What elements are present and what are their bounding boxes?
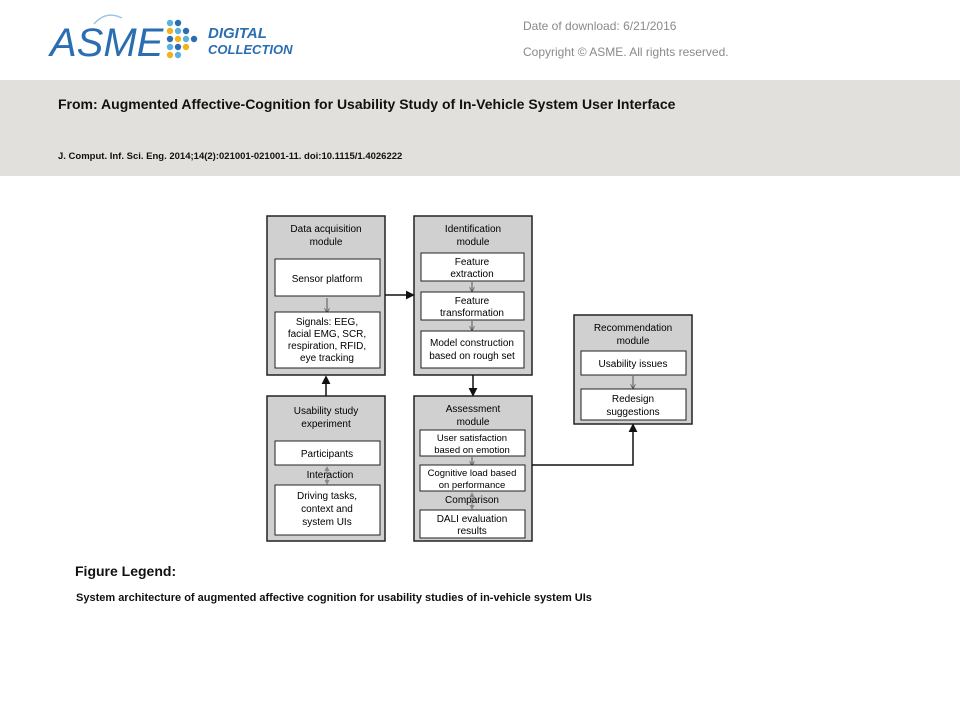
logo-dots (166, 19, 198, 59)
article-title: From: Augmented Affective-Cognition for … (58, 96, 676, 112)
feature-extraction-line-1: Feature (455, 257, 490, 268)
signals-line-1: Signals: EEG, (296, 317, 358, 328)
driving-tasks-box (274, 484, 381, 536)
user-satisfaction-box (419, 429, 526, 457)
recom-title-2: module (617, 336, 650, 347)
data-acq-title-1: Data acquisition (290, 224, 361, 235)
dali-line-1: DALI evaluation (437, 514, 508, 525)
recommendation-module: Recommendation module Usability issues R… (573, 314, 693, 425)
figure-legend-title: Figure Legend: (75, 563, 177, 579)
logo-brand: ASME (48, 21, 165, 65)
redesign-suggestions-box (580, 388, 687, 421)
usability-study-experiment: Usability study experiment Participants … (266, 395, 386, 542)
assessment-module: Assessment module User satisfaction base… (413, 395, 533, 542)
model-construction-line-2: based on rough set (429, 351, 515, 362)
participants-label: Participants (301, 449, 353, 460)
cognitive-load-line-1: Cognitive load based (428, 468, 517, 479)
cognitive-load-box (419, 464, 526, 492)
signals-line-3: respiration, RFID, (288, 341, 366, 352)
signals-box (274, 311, 381, 369)
redesign-line-1: Redesign (612, 394, 654, 405)
ident-title-1: Identification (445, 224, 501, 235)
feature-extraction-line-2: extraction (450, 269, 493, 280)
redesign-line-2: suggestions (606, 407, 659, 418)
logo-line1: DIGITAL (208, 25, 267, 42)
model-construction-box (420, 330, 525, 369)
cognitive-load-line-2: on performance (439, 480, 506, 491)
signals-line-2: facial EMG, SCR, (288, 329, 366, 340)
ident-title-2: module (457, 237, 490, 248)
participants-box (274, 440, 381, 466)
usability-title-1: Usability study (294, 406, 358, 417)
logo-swoosh (93, 14, 123, 25)
assess-title-2: module (457, 417, 490, 428)
user-satisfaction-line-1: User satisfaction (437, 433, 507, 444)
feature-extraction-box (420, 252, 525, 282)
download-date: Date of download: 6/21/2016 (523, 19, 677, 33)
sensor-platform-box (274, 258, 381, 297)
interaction-label: Interaction (307, 470, 354, 481)
identification-module: Identification module Feature extraction… (413, 215, 533, 376)
assess-to-recom-arrow (532, 423, 638, 466)
copyright-text: Copyright © ASME. All rights reserved. (523, 45, 729, 59)
dali-line-2: results (457, 526, 486, 537)
comparison-label: Comparison (445, 495, 499, 506)
system-architecture-figure: Data acquisition module Sensor platform … (260, 208, 700, 548)
dali-results-box (419, 509, 526, 539)
architecture-diagram: Data acquisition module Sensor platform … (266, 215, 693, 542)
feature-transformation-box (420, 291, 525, 321)
data-acquisition-module: Data acquisition module Sensor platform … (266, 215, 386, 376)
driving-tasks-line-2: context and (301, 504, 353, 515)
asme-digital-collection-logo[interactable]: ASME DIGITAL COLLECTION (48, 6, 328, 68)
user-satisfaction-line-2: based on emotion (434, 445, 510, 456)
driving-tasks-line-3: system UIs (302, 517, 351, 528)
usability-issues-box (580, 350, 687, 376)
header-bar (0, 80, 960, 176)
logo-line2: COLLECTION (208, 42, 293, 57)
assess-title-1: Assessment (446, 404, 501, 415)
figure-legend-text: System architecture of augmented affecti… (76, 592, 592, 604)
usability-issues-label: Usability issues (599, 359, 668, 370)
data-acq-title-2: module (310, 237, 343, 248)
recom-title-1: Recommendation (594, 323, 672, 334)
signals-line-4: eye tracking (300, 353, 354, 364)
citation: J. Comput. Inf. Sci. Eng. 2014;14(2):021… (58, 151, 403, 162)
sensor-platform-label: Sensor platform (292, 274, 363, 285)
driving-tasks-line-1: Driving tasks, (297, 491, 357, 502)
feature-transformation-line-1: Feature (455, 296, 490, 307)
logo-graphic: ASME DIGITAL COLLECTION (48, 14, 293, 65)
model-construction-line-1: Model construction (430, 338, 514, 349)
feature-transformation-line-2: transformation (440, 308, 504, 319)
usability-title-2: experiment (301, 419, 351, 430)
